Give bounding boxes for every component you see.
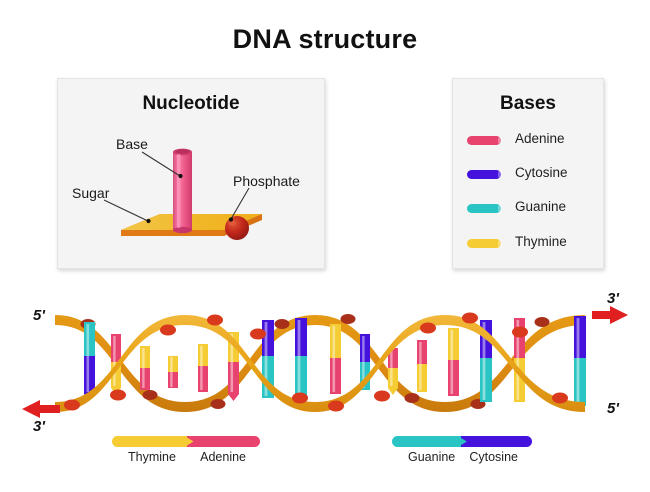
- phosphate-dots-back: [80, 314, 550, 409]
- backbone-strand-front: [55, 315, 585, 412]
- legend-item-adenine: Adenine: [467, 131, 603, 153]
- rung-ta-15: [514, 318, 525, 402]
- legend-item-guanine: Guanine: [467, 199, 603, 221]
- swatch-adenine: [467, 136, 502, 145]
- rung-cg-10: [360, 334, 370, 390]
- pair-caption-thymine: Thymine: [128, 450, 176, 464]
- pair-notch-gc: [457, 436, 467, 447]
- prime-label-top-left: 5': [33, 307, 45, 324]
- pair-segment-guanine: [392, 436, 462, 447]
- legend-label-guanine: Guanine: [515, 199, 567, 214]
- prime-label-bottom-left: 3': [33, 418, 45, 435]
- pair-segment-adenine: [187, 436, 260, 447]
- label-phosphate: Phosphate: [233, 173, 300, 189]
- rung-ta-12: [417, 340, 427, 392]
- page-title: DNA structure: [232, 24, 418, 54]
- swatch-guanine: [467, 204, 502, 213]
- helix-body: [55, 312, 586, 412]
- phosphate-dots-front: [64, 312, 568, 412]
- nucleotide-panel-title: Nucleotide: [142, 93, 240, 114]
- rung-cg-8: [295, 318, 307, 400]
- label-sugar: Sugar: [72, 185, 110, 201]
- arrow-left-icon: [22, 400, 60, 418]
- bases-legend-panel: Bases Adenine Cytosine Guanine Thymine: [452, 78, 604, 269]
- prime-label-top-right: 3': [607, 290, 619, 307]
- pair-caption-adenine: Adenine: [200, 450, 246, 464]
- rung-cg-16: [574, 316, 586, 406]
- rung-ta-13: [448, 328, 459, 396]
- pair-caption-cytosine: Cytosine: [469, 450, 518, 464]
- rung-at-4: [168, 356, 178, 388]
- rung-ta-5: [198, 344, 208, 392]
- prime-label-bottom-right: 5': [607, 400, 619, 417]
- backbone-strand-back: [55, 315, 585, 412]
- legend-label-cytosine: Cytosine: [515, 165, 568, 180]
- legend-item-cytosine: Cytosine: [467, 165, 603, 187]
- swatch-cytosine: [467, 170, 502, 179]
- pair-segment-thymine: [112, 436, 189, 447]
- legend-label-thymine: Thymine: [515, 234, 567, 249]
- legend-label-adenine: Adenine: [515, 131, 565, 146]
- bases-panel-title: Bases: [500, 93, 556, 114]
- rung-ta-9: [330, 324, 341, 394]
- rung-ta-6: [228, 332, 239, 401]
- pair-segment-cytosine: [460, 436, 532, 447]
- pair-caption-guanine: Guanine: [408, 450, 456, 464]
- pair-notch-ta: [184, 436, 194, 447]
- rung-gc-1: [84, 322, 95, 400]
- swatch-thymine: [467, 239, 502, 248]
- base-pair-guanine-cytosine: Guanine Cytosine: [392, 436, 532, 464]
- legend-item-thymine: Thymine: [467, 234, 603, 256]
- rung-ta-11: [388, 348, 398, 395]
- arrow-right-icon: [592, 306, 628, 324]
- base-pair-thymine-adenine: Thymine Adenine: [112, 436, 260, 464]
- label-base: Base: [116, 136, 148, 152]
- base-pair-rungs: [84, 316, 586, 406]
- rung-ct-3: [140, 346, 150, 390]
